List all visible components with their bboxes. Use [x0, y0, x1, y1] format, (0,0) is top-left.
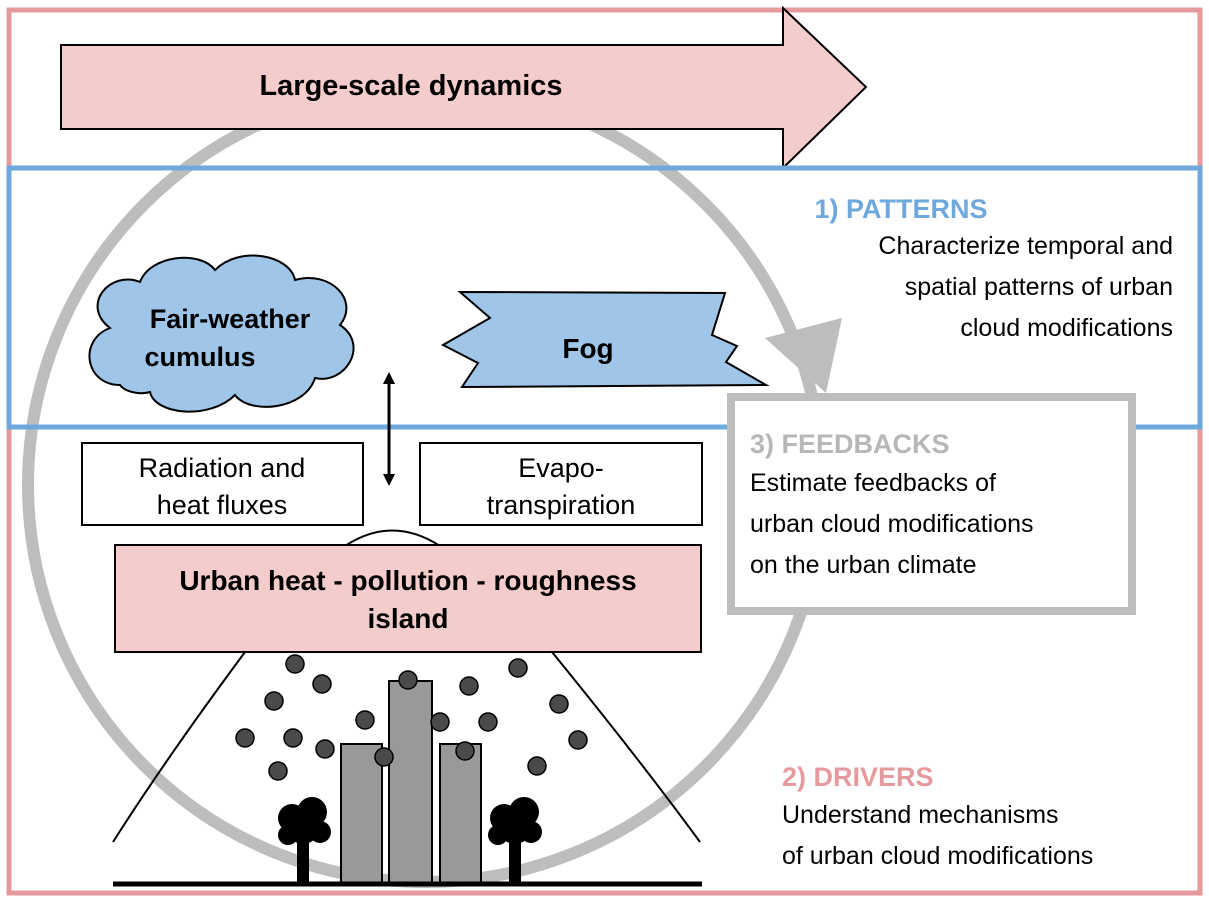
pollution-particles: [235, 654, 588, 781]
tree-left: [278, 797, 331, 885]
radiation-line-2: heat fluxes: [157, 490, 288, 520]
building-right: [439, 743, 482, 885]
drivers-line-1: Understand mechanisms: [782, 801, 1059, 829]
evapo-line-2: transpiration: [487, 490, 636, 520]
patterns-heading: 1) PATTERNS: [814, 194, 987, 224]
feedbacks-line-3: on the urban climate: [750, 551, 977, 579]
cloud-label-line-1: Fair-weather: [150, 304, 311, 334]
patterns-frame: [6, 165, 1203, 430]
feedbacks-heading: 3) FEEDBACKS: [750, 429, 950, 459]
pollution-particle: [374, 747, 394, 767]
evapo-line-1: Evapo-: [518, 453, 604, 483]
feedback-cycle-arrowhead: [765, 318, 842, 393]
large-scale-dynamics-arrow: [60, 5, 868, 171]
pollution-particle: [568, 730, 588, 750]
pollution-particle: [264, 691, 284, 711]
tree-right: [488, 797, 542, 885]
pollution-particle: [312, 674, 332, 694]
building-left: [340, 743, 383, 885]
cloud-label-line-2: cumulus: [144, 342, 255, 372]
pollution-particle: [283, 728, 303, 748]
urban-island-line-1: Urban heat - pollution - roughness: [179, 565, 636, 596]
pollution-particle: [355, 710, 375, 730]
urban-plume-right: [551, 651, 701, 843]
fog-shape: [440, 290, 770, 389]
feedbacks-box: [727, 393, 1136, 615]
pollution-particle: [527, 756, 547, 776]
pollution-particle: [430, 712, 450, 732]
urban-island-box: [114, 544, 702, 653]
pollution-particle: [268, 761, 288, 781]
patterns-line-1: Characterize temporal and: [878, 232, 1173, 260]
radiation-box: [81, 442, 364, 526]
pollution-particle: [455, 741, 475, 761]
pollution-particle: [508, 658, 528, 678]
evapotranspiration-box: [419, 442, 703, 526]
pollution-particle: [235, 728, 255, 748]
feedbacks-line-1: Estimate feedbacks of: [750, 469, 996, 497]
pollution-particle: [285, 654, 305, 674]
urban-island-line-2: island: [368, 603, 449, 634]
fog-label: Fog: [562, 333, 613, 364]
patterns-line-2: spatial patterns of urban: [905, 273, 1173, 301]
urban-plume: [112, 651, 246, 843]
radiation-line-1: Radiation and: [139, 453, 306, 483]
drivers-heading: 2) DRIVERS: [782, 762, 934, 792]
patterns-line-3: cloud modifications: [960, 314, 1173, 342]
drivers-line-2: of urban cloud modifications: [782, 842, 1093, 870]
pollution-particle: [478, 712, 498, 732]
large-scale-dynamics-label: Large-scale dynamics: [259, 70, 562, 102]
drivers-frame: [6, 7, 1203, 896]
urban-dome: [344, 529, 441, 547]
pollution-particle: [315, 739, 335, 759]
pollution-particle: [549, 694, 569, 714]
fair-weather-cumulus-cloud: [88, 254, 355, 413]
feedbacks-line-2: urban cloud modifications: [750, 510, 1034, 538]
pollution-particle: [459, 676, 479, 696]
pollution-particle: [398, 670, 418, 690]
building-center: [388, 680, 433, 885]
